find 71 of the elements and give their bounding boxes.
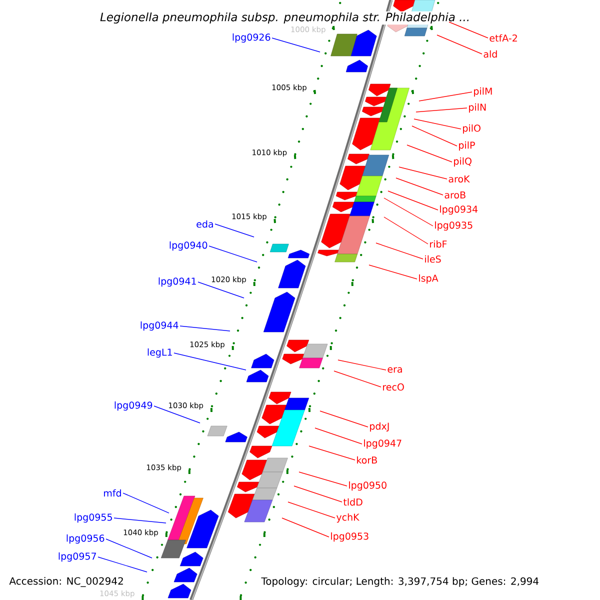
leader-line: [334, 370, 382, 388]
leader-line: [314, 428, 362, 444]
leader-line: [122, 492, 170, 514]
leader-line: [294, 486, 342, 502]
leader-line: [98, 556, 148, 572]
gene-label: pilO: [463, 124, 480, 134]
leader-line: [436, 34, 482, 54]
gene-label: lpg0941: [158, 277, 196, 287]
leader-line: [208, 246, 258, 262]
gene-label: lpg0957: [58, 552, 96, 562]
leader-line: [106, 538, 152, 558]
topology-text: Topology: circular; Length: 3,397,754 bp; Genes: 2,994: [261, 577, 538, 587]
gene-label: aroK: [448, 175, 470, 183]
leader-line: [114, 518, 166, 524]
leader-line: [272, 38, 320, 52]
leader-line: [416, 108, 468, 112]
leader-line: [412, 126, 458, 146]
leader-line: [396, 178, 444, 196]
leader-line: [398, 166, 448, 180]
gene-label: era: [388, 367, 402, 373]
leader-line: [214, 224, 254, 238]
gene-label: legL1: [148, 348, 172, 358]
gene-label: ileS: [425, 255, 441, 263]
gene-label: etfA-2: [490, 34, 517, 42]
gene-label: tldD: [343, 498, 362, 506]
gene-label: lpg0926: [232, 33, 270, 43]
gene-label: lpg0956: [66, 534, 104, 544]
leader-line: [384, 198, 434, 226]
leader-line: [448, 22, 488, 38]
gene-label: pilP: [459, 141, 475, 151]
leader-line: [338, 360, 386, 370]
leader-line: [288, 502, 336, 518]
leader-line: [308, 446, 356, 460]
leader-line: [320, 410, 368, 428]
gene-label: ald: [484, 50, 497, 58]
gene-label: recO: [383, 383, 404, 391]
leader-line: [368, 264, 418, 280]
gene-label: mfd: [104, 489, 121, 497]
gene-label: lpg0953: [331, 532, 368, 542]
gene-label: pdxJ: [370, 422, 389, 432]
gene-label: lpg0944: [140, 321, 178, 331]
gene-label: aroB: [444, 191, 466, 199]
gene-label: lpg0949: [114, 401, 152, 411]
leader-line: [388, 190, 438, 210]
leader-line: [418, 92, 472, 102]
gene-label: lpg0950: [349, 481, 386, 491]
title: Legionella pneumophila subsp. pneumophila str. Philadelphia ...: [99, 11, 471, 25]
gene-label: lpg0934: [440, 205, 478, 215]
accession-text: Accession: NC_002942: [9, 577, 123, 587]
gene-label: pilM: [474, 87, 492, 97]
leader-line: [154, 406, 200, 424]
gene-label: pilQ: [454, 157, 472, 167]
gene-label: korB: [357, 456, 377, 464]
gene-label: pilN: [469, 103, 486, 113]
leader-line: [414, 118, 462, 130]
gene-label: ribF: [430, 240, 447, 248]
gene-label: lpg0940: [170, 241, 208, 251]
gene-label: lpg0935: [435, 221, 472, 231]
gene-label: lspA: [419, 274, 438, 284]
leader-line: [282, 518, 330, 538]
leader-line: [406, 144, 452, 162]
gene-label: eda: [196, 220, 213, 228]
gene-label: lpg0955: [74, 513, 112, 523]
leader-line: [180, 326, 230, 332]
gene-label: ychK: [336, 513, 360, 523]
leader-line: [174, 352, 246, 370]
leader-line: [376, 242, 424, 260]
leader-line: [298, 472, 348, 486]
leader-line: [198, 282, 244, 298]
leader-line: [384, 216, 428, 244]
gene-label: lpg0947: [364, 439, 402, 449]
